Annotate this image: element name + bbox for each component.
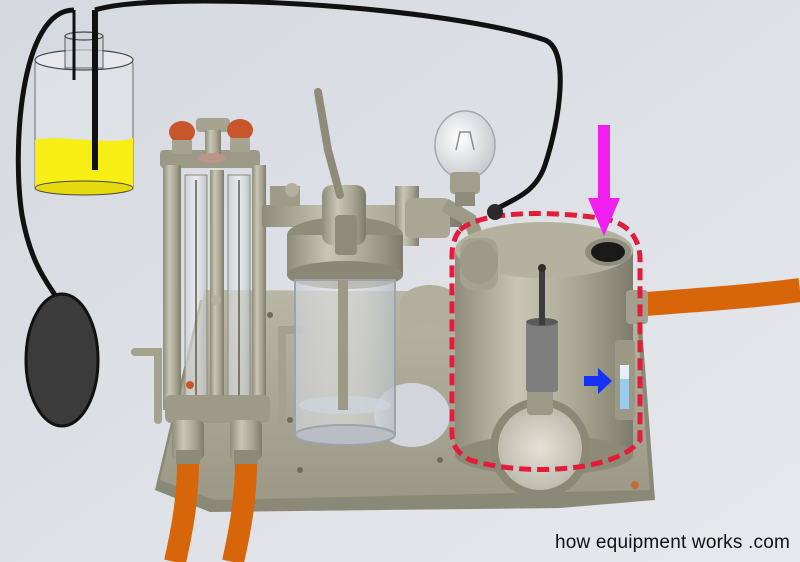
- light-bulb: [434, 110, 496, 206]
- outlet-tubing: [164, 459, 257, 562]
- blue-right-arrow-icon: [584, 368, 612, 394]
- vaporizer-jar: [287, 88, 403, 446]
- highlight-outline: [449, 211, 643, 473]
- watermark-text: how equipment works .com: [554, 532, 790, 553]
- liquid-beaker: [34, 10, 134, 196]
- canister: [455, 222, 800, 498]
- clamp-ring: [400, 285, 460, 340]
- magenta-down-arrow-icon: [588, 125, 620, 236]
- bellows-and-tube: [15, 0, 563, 428]
- flowmeter-column: [131, 118, 304, 464]
